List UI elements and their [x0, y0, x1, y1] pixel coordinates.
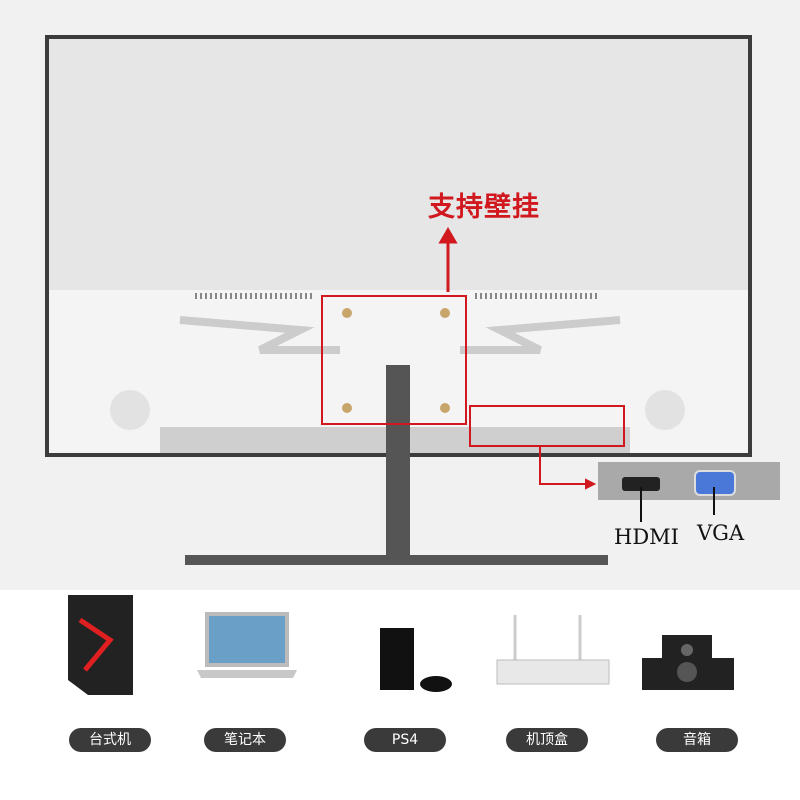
- vesa-highlight-box: [321, 295, 467, 425]
- connector-panel: [598, 462, 780, 522]
- device-label-ps4: PS4: [364, 728, 446, 752]
- monitor-illustration: [0, 0, 800, 590]
- hdmi-label: HDMI: [614, 525, 679, 549]
- laptop-icon: [197, 612, 297, 678]
- device-label-set-top-box: 机顶盒: [506, 728, 588, 752]
- wall-mount-callout: 支持壁挂: [428, 192, 540, 223]
- monitor-frame: [45, 35, 752, 457]
- device-label-speakers: 音箱: [656, 728, 738, 752]
- device-label-laptop: 笔记本: [204, 728, 286, 752]
- vga-label: VGA: [697, 521, 745, 545]
- right-arrow-icon: [539, 446, 597, 490]
- desktop-pc-icon: [68, 595, 133, 695]
- ports-highlight-box: [469, 405, 625, 447]
- device-icons: [68, 595, 734, 695]
- set-top-box-icon: [496, 615, 610, 685]
- hdmi-port-icon: [622, 477, 660, 491]
- up-arrow-icon: [438, 227, 458, 292]
- speakers-icon: [642, 635, 734, 690]
- game-console-icon: [380, 628, 452, 692]
- device-label-desktop: 台式机: [69, 728, 151, 752]
- monitor-stand: [185, 365, 608, 565]
